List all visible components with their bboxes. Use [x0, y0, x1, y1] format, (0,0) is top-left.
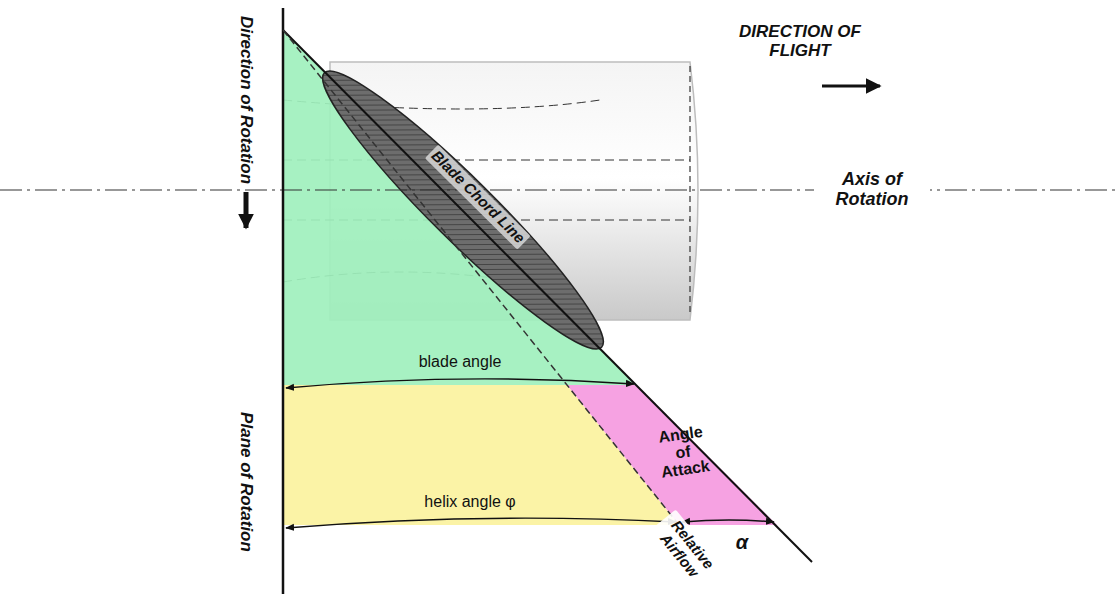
flight-direction-arrow: [822, 85, 880, 88]
attack-angle-arrow: [682, 520, 774, 522]
angle-of-attack-wedge: [567, 385, 777, 525]
flight-direction-label: DIRECTION OF FLIGHT: [725, 23, 875, 60]
angle-symbol: α: [736, 531, 748, 553]
rotation-direction-label: Direction of Rotation: [237, 16, 256, 184]
rotation-direction-arrow: [244, 192, 249, 228]
angle-label: Angle of Attack: [649, 422, 718, 483]
relative-airflow-line: [283, 30, 683, 530]
blade-angle-arrow: [286, 379, 634, 388]
plane-of-rotation-line: [282, 8, 285, 594]
plane-of-rotation-label: Plane of Rotation: [237, 412, 256, 552]
chord-line: [283, 30, 812, 562]
axis-label: Axis of Rotation: [814, 169, 930, 211]
angle-label: helix angle φ: [424, 493, 515, 511]
axis-of-rotation-line: [0, 189, 1116, 190]
helix-angle-arrow: [286, 518, 676, 528]
angle-label: blade angle: [419, 353, 502, 371]
